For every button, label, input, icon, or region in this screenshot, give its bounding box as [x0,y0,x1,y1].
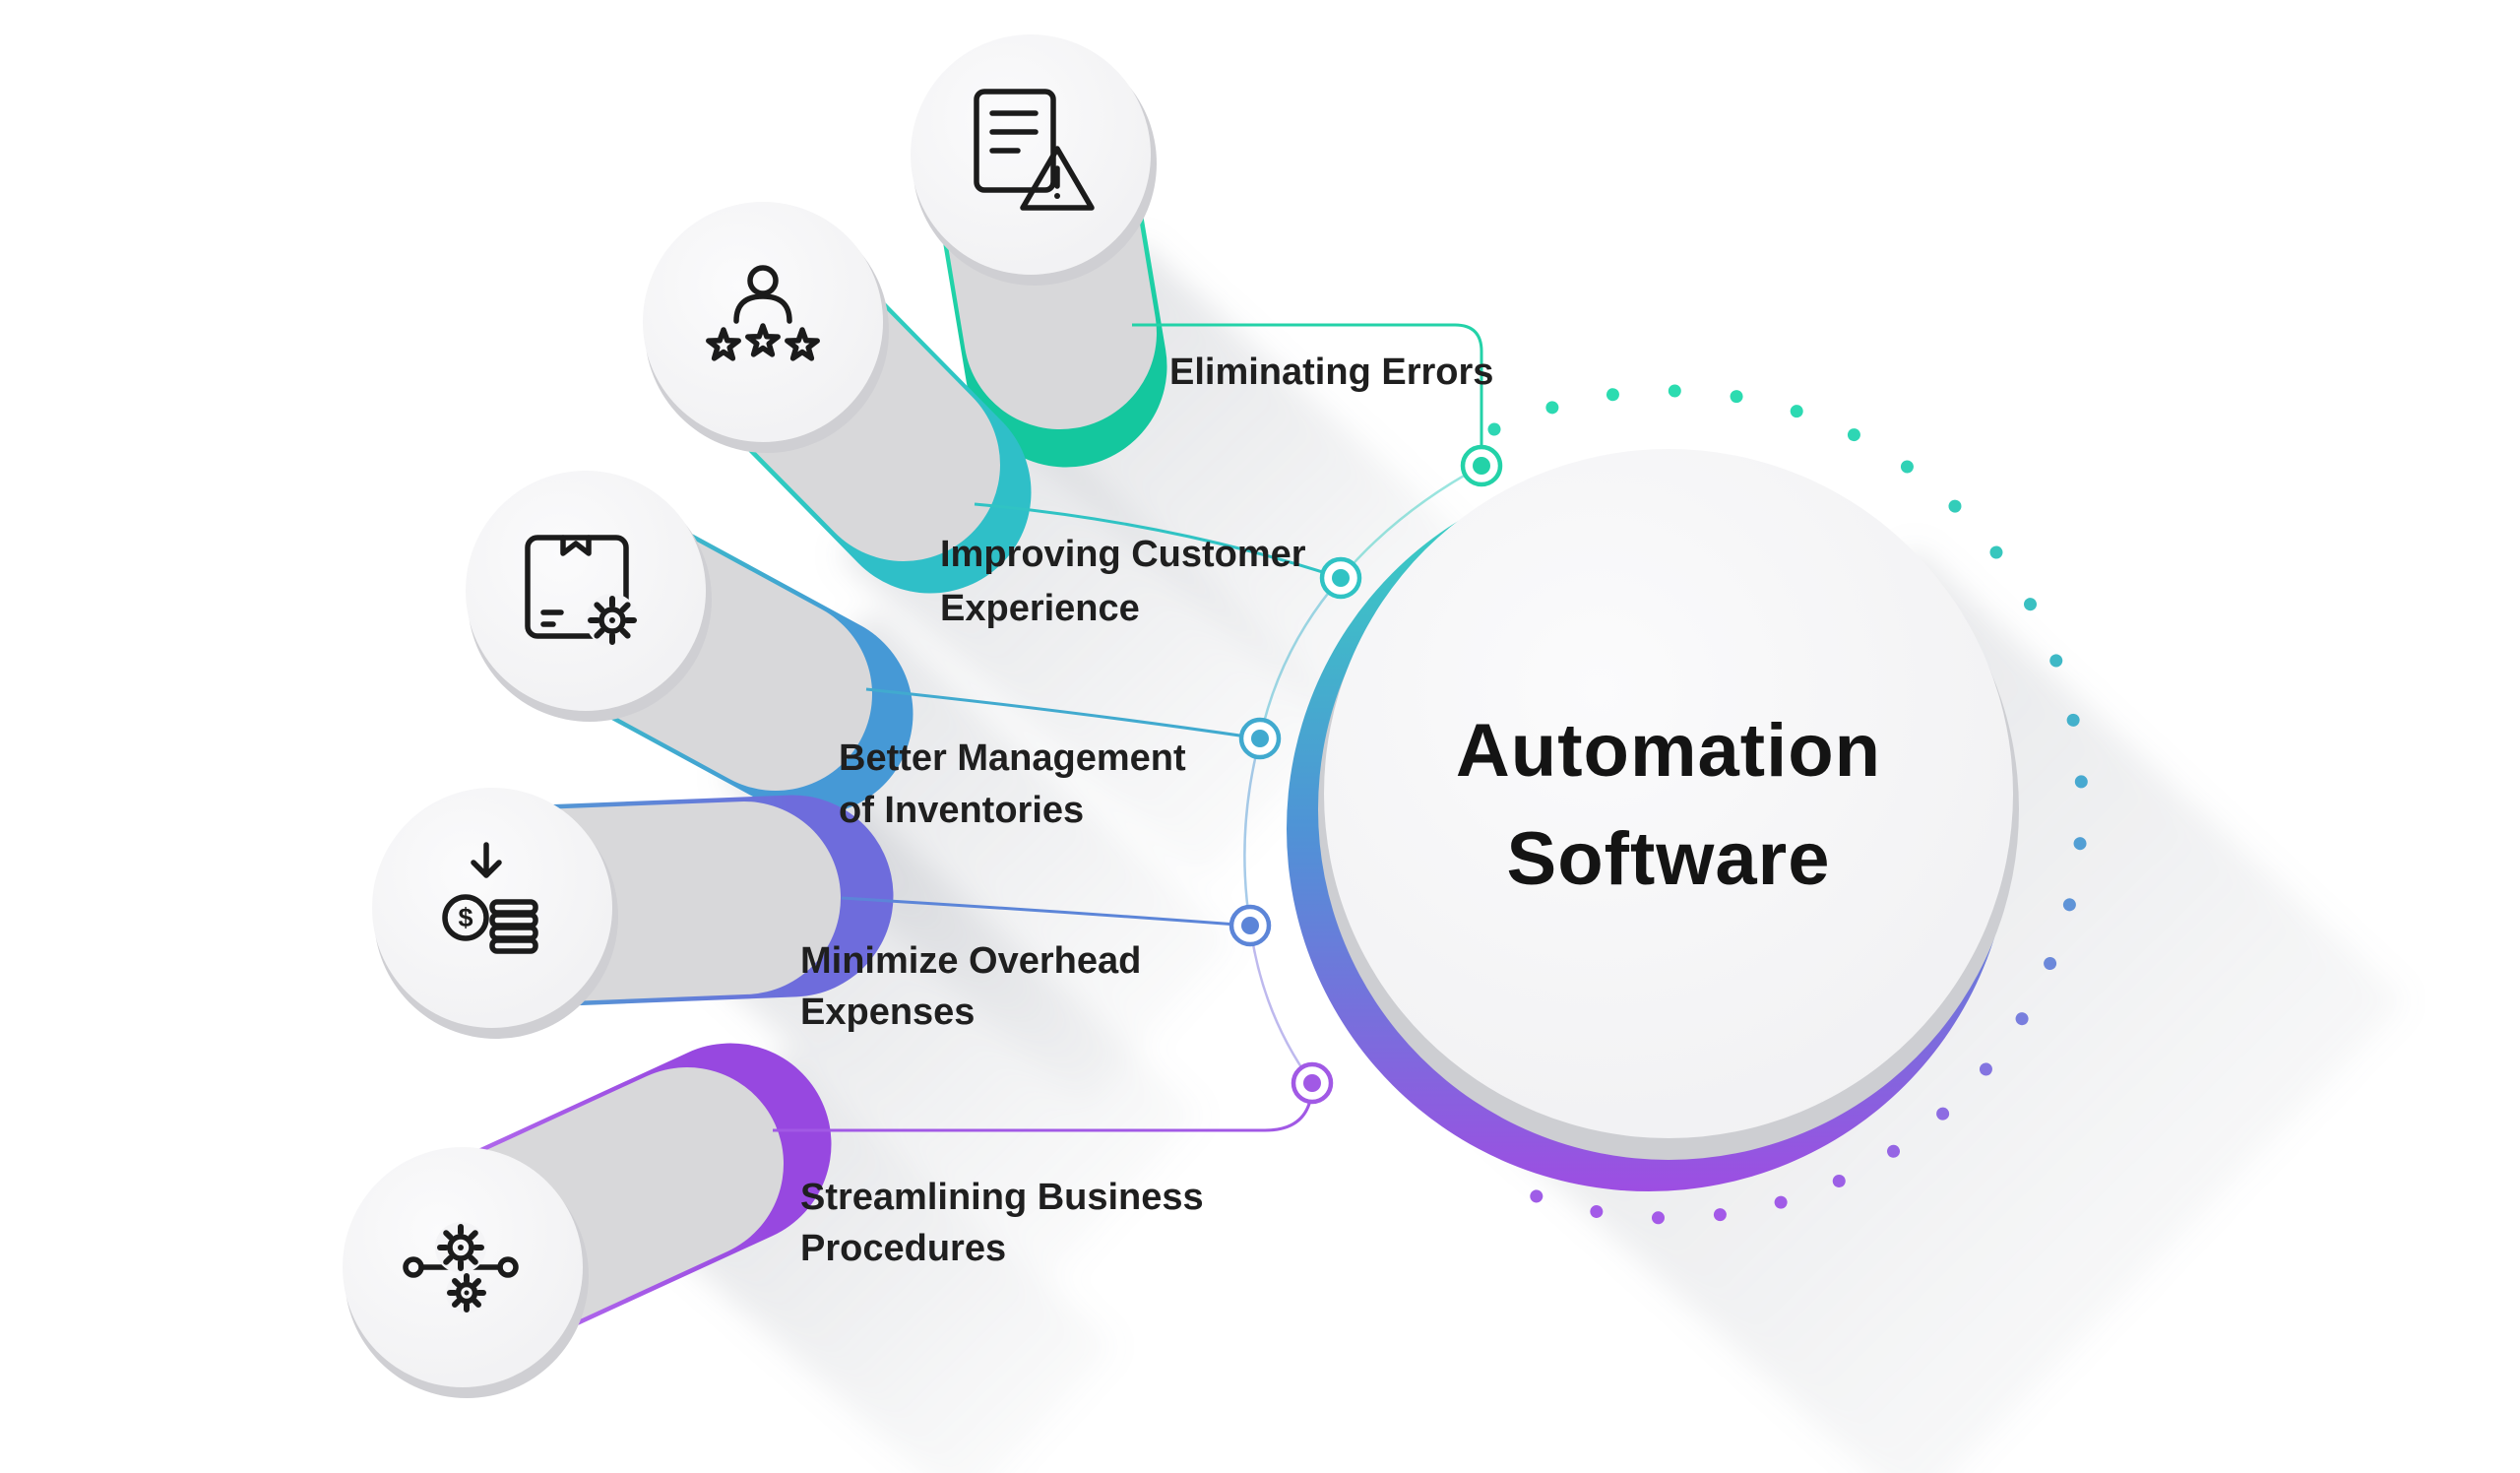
gear-teeth [588,596,637,645]
expenses-icon: $ [442,842,538,954]
box-lines [540,609,564,627]
warning-exclamation-dot [1054,193,1060,199]
connector-better-management [865,687,1261,740]
gear-teeth [437,1224,484,1271]
box-tape [560,535,592,556]
label-better-management-line2: of Inventories [839,790,1084,831]
branch-streamlining-business-procedures [343,1043,832,1398]
down-arrow [471,842,502,878]
node-better-management [1238,717,1282,760]
node-improving-customer-experience [1319,556,1362,600]
label-streamlining-business-line2: Procedures [800,1228,1006,1269]
label-eliminating-errors: Eliminating Errors [1169,352,1493,393]
node-streamlining-business [1291,1061,1334,1105]
warning-triangle [1020,146,1095,211]
branch-improving-customer-experience [643,202,1032,594]
gear-wheel [447,1234,474,1261]
label-minimize-overhead-line2: Expenses [800,992,975,1033]
gear-hub-small [464,1290,470,1296]
connector-eliminating-errors [1132,323,1483,466]
center-circle-group: Automation Software [1287,449,2019,1191]
process-node-left [403,1256,424,1278]
center-circle [1324,449,2013,1138]
dollar-symbol: $ [458,903,472,932]
gear-hub [458,1245,464,1250]
inventory-box-icon [525,535,639,647]
gear-teeth-small [447,1273,486,1313]
node-minimize-overhead [1228,904,1272,947]
icon-circle-2 [643,202,883,442]
label-streamlining-business: Streamlining Business [800,1177,1204,1218]
gear-wheel [598,607,626,634]
connector-improving-customer-experience [974,502,1342,580]
document-warning-icon [974,89,1095,211]
person-head [747,265,779,296]
center-title-line2: Software [1507,817,1831,901]
branch-better-management-of-inventories [466,471,914,815]
process-node-right [497,1256,519,1278]
connector-minimize-overhead [841,896,1251,928]
icon-circle-3 [466,471,706,711]
branch-minimize-overhead-expenses: $ [372,788,894,1039]
process-gears-icon [403,1222,519,1313]
center-title-line1: Automation [1456,709,1881,793]
person-body [733,293,792,324]
document-shape [974,89,1056,193]
document-lines [989,110,1039,154]
label-minimize-overhead: Minimize Overhead [800,940,1141,982]
node-link-4-5 [1248,925,1314,1084]
coin-stack-row [489,937,538,954]
label-improving-customer-experience-line2: Experience [940,588,1140,629]
dollar-coin [442,894,489,941]
node-link-2-3 [1258,577,1342,739]
gear-hub [609,617,615,623]
label-improving-customer-experience: Improving Customer [940,534,1306,575]
branch-eliminating-errors [911,34,1167,468]
node-link-3-4 [1243,737,1262,927]
label-better-management: Better Management [839,737,1186,779]
node-eliminating-errors [1460,444,1503,487]
icon-circle-1 [911,34,1151,275]
box-shape [525,535,629,639]
customer-rating-icon [709,265,817,358]
gear-wheel-small [455,1281,478,1305]
